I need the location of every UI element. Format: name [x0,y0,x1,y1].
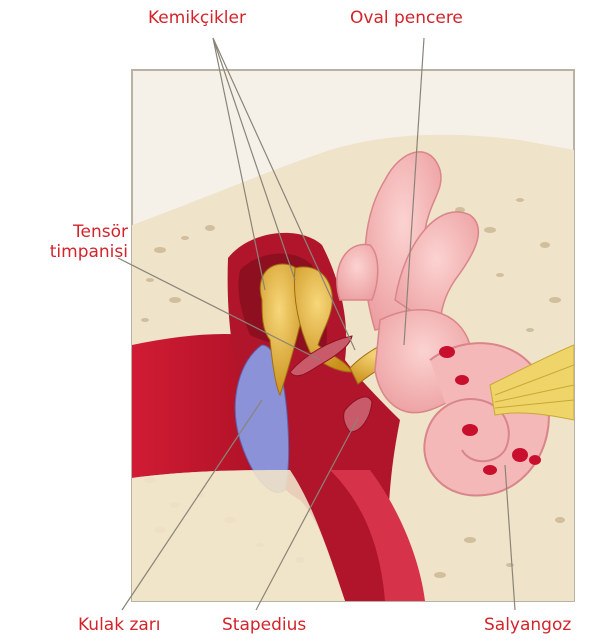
label-eardrum: Kulak zarı [78,615,161,635]
label-cochlea: Salyangoz [484,615,571,635]
label-tensor-tympani: Tensör timpanisi [18,222,128,262]
label-tensor-tympani-line1: Tensör [18,222,128,242]
label-tensor-tympani-line2: timpanisi [18,242,128,262]
label-ossicles: Kemikçikler [148,8,246,28]
label-oval-window: Oval pencere [350,8,463,28]
label-stapedius: Stapedius [222,615,306,635]
